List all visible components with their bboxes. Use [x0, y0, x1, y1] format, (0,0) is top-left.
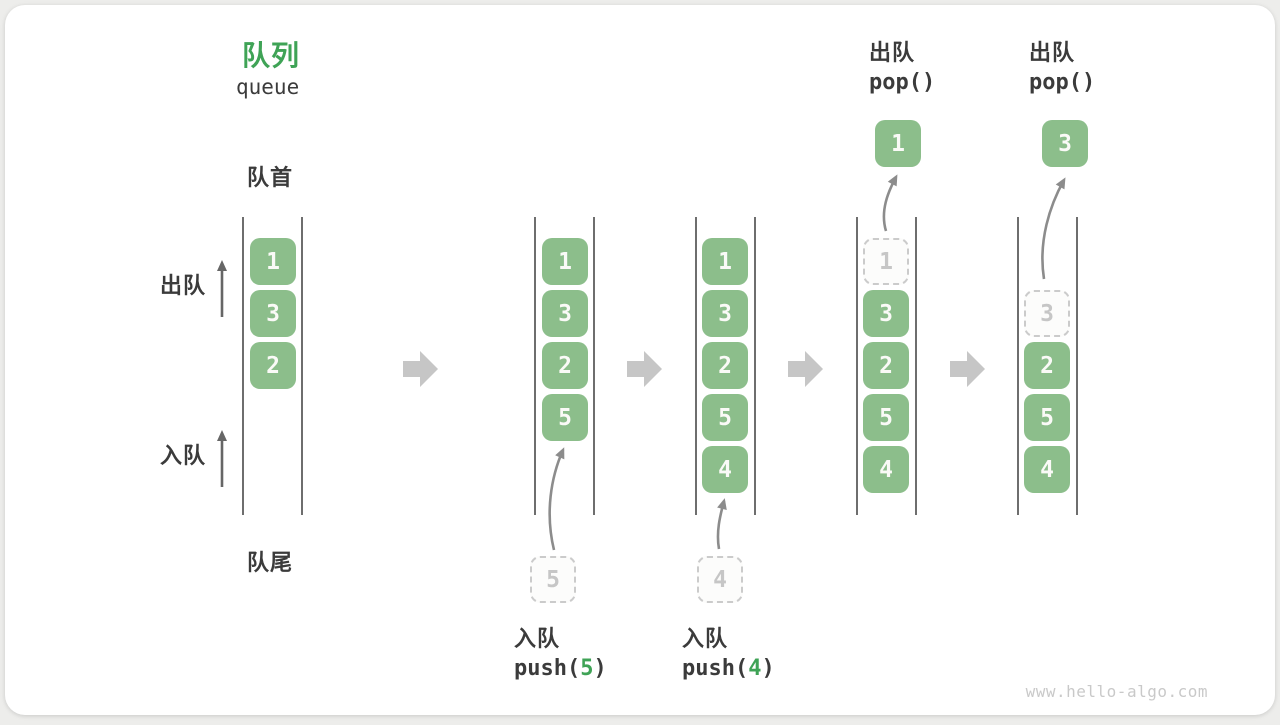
- step-arrow-icon: [627, 351, 662, 387]
- queue-cell: 1: [702, 238, 748, 285]
- queue-cell: 3: [702, 290, 748, 337]
- queue-cell: 3: [863, 290, 909, 337]
- queue-cell: 5: [542, 394, 588, 441]
- ghost-cell: 3: [1024, 290, 1070, 337]
- label-queue-rear: 队尾: [247, 550, 294, 575]
- dequeue-arrow-icon: [1041, 177, 1066, 280]
- op-code-close: ): [593, 656, 607, 681]
- queue-cell: 4: [863, 446, 909, 493]
- step-arrow-icon: [950, 351, 985, 387]
- step-arrow-icon: [403, 351, 438, 387]
- queue-cell: 3: [542, 290, 588, 337]
- op-code-pop-1: pop(): [869, 70, 936, 95]
- op-code-arg: 4: [748, 656, 762, 681]
- label-dequeue: 出队: [160, 273, 207, 298]
- queue-cell: 4: [702, 446, 748, 493]
- op-code-push5: push(5): [514, 656, 607, 681]
- queue-cell: 5: [863, 394, 909, 441]
- queue-cell: 2: [250, 342, 296, 389]
- diagram-overlay: [217, 174, 1078, 551]
- diagram-title: 队列: [242, 40, 301, 71]
- queue-cell: 5: [702, 394, 748, 441]
- ghost-cell: 1: [863, 238, 909, 285]
- enqueue-arrow-icon: [548, 447, 565, 551]
- queue-cell: 2: [702, 342, 748, 389]
- queue-cell: 2: [863, 342, 909, 389]
- queue-cell: 4: [1024, 446, 1070, 493]
- op-code-pop-2: pop(): [1029, 70, 1096, 95]
- queue-cell: 1: [542, 238, 588, 285]
- queue-wall-lines: [242, 217, 1078, 515]
- popped-cell: 1: [875, 120, 921, 167]
- op-code-arg: 5: [580, 656, 594, 681]
- pending-cell: 4: [697, 556, 743, 603]
- op-code-push4: push(4): [682, 656, 775, 681]
- label-enqueue: 入队: [160, 443, 207, 468]
- label-queue-front: 队首: [247, 165, 294, 190]
- op-code-close: ): [761, 656, 775, 681]
- enqueue-arrow-icon: [716, 498, 727, 550]
- op-code-fn: push(: [514, 656, 581, 681]
- op-label-dequeue-2: 出队: [1029, 40, 1076, 65]
- pending-cell: 5: [530, 556, 576, 603]
- op-label-enqueue-push5: 入队: [514, 626, 561, 651]
- op-label-dequeue-1: 出队: [869, 40, 916, 65]
- diagram-subtitle: queue: [236, 75, 300, 99]
- queue-cell: 3: [250, 290, 296, 337]
- op-label-enqueue-push4: 入队: [682, 626, 729, 651]
- op-code-fn: push(: [682, 656, 749, 681]
- queue-cell: 1: [250, 238, 296, 285]
- step-arrow-icon: [788, 351, 823, 387]
- operation-arrows: [548, 174, 1066, 551]
- popped-cell: 3: [1042, 120, 1088, 167]
- queue-cell: 2: [1024, 342, 1070, 389]
- queue-cell: 2: [542, 342, 588, 389]
- watermark: www.hello-algo.com: [1025, 682, 1208, 701]
- queue-cell: 5: [1024, 394, 1070, 441]
- dequeue-arrow-icon: [882, 174, 898, 232]
- diagram-card: 队列 queue 队首 出队 入队 队尾 1 3 2 1 3 2 5 5 1 3…: [5, 5, 1275, 715]
